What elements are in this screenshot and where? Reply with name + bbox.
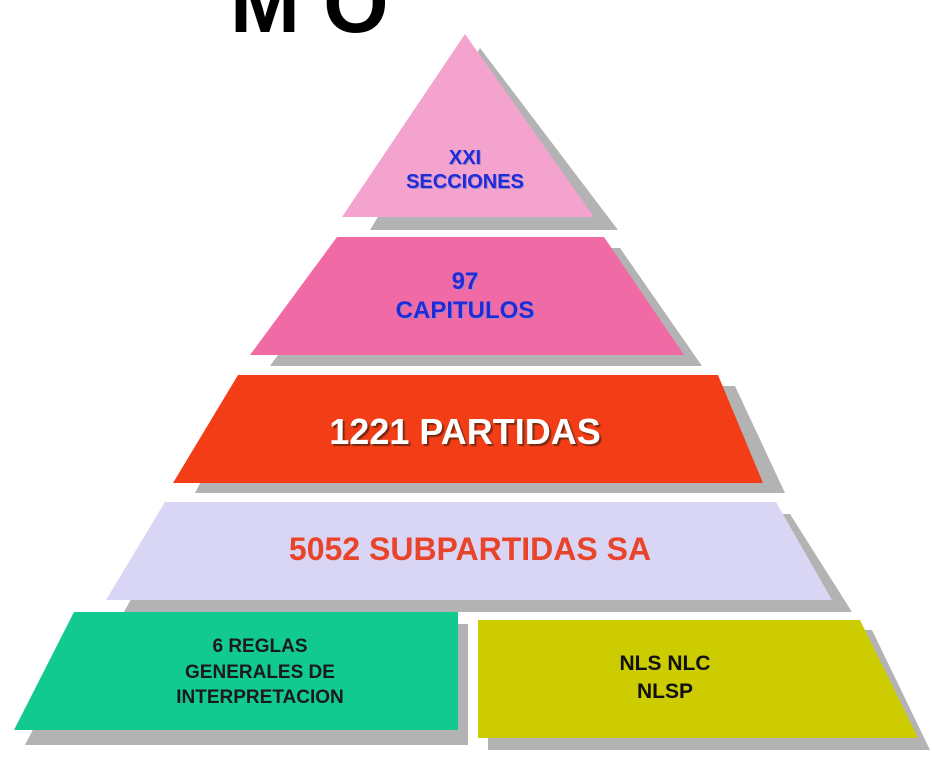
reglas-tier: [14, 612, 458, 730]
diagram-title: M Ó: [230, 0, 389, 48]
secciones-label: XXI SECCIONES: [406, 147, 524, 193]
nls-tier: [478, 620, 918, 738]
subpartidas-tier: [106, 502, 832, 600]
reglas-label: 6 REGLAS GENERALES DE INTERPRETACION: [176, 636, 344, 709]
secciones-tier: [342, 34, 594, 217]
capitulos-tier: [250, 237, 684, 355]
nls-label: NLS NLC NLSP: [619, 652, 711, 704]
capitulos-label: 97 CAPITULOS: [395, 268, 535, 324]
partidas-label: 1221 PARTIDAS: [329, 411, 601, 452]
subpartidas-label: 5052 SUBPARTIDAS SA: [288, 531, 652, 567]
partidas-tier: [173, 375, 763, 483]
